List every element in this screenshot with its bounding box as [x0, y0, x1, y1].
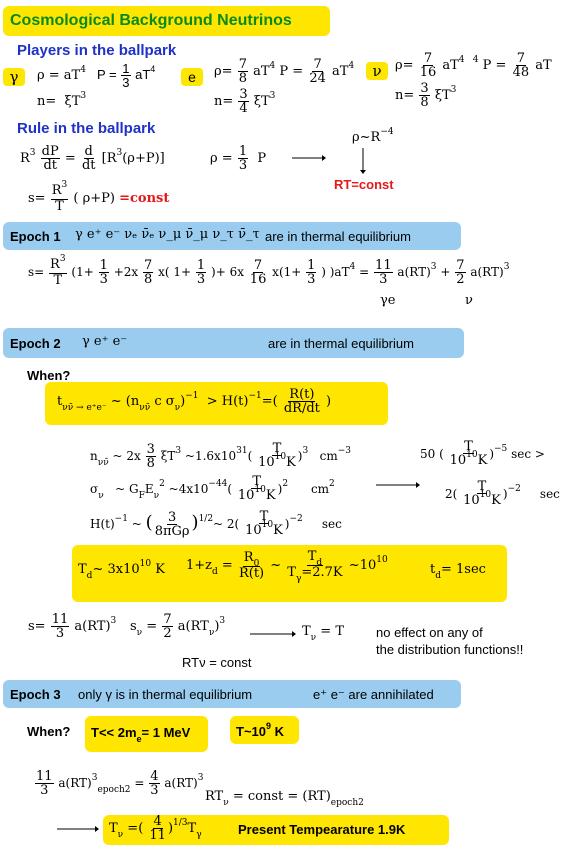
epoch3-cond2: T~109 K — [236, 721, 285, 739]
epoch3-cond2-box — [230, 716, 299, 744]
epoch3-final-box — [103, 815, 449, 845]
photon-number-density: n= ξT3 — [37, 91, 87, 109]
epoch2-neutrino-temp: Tν = T — [302, 624, 344, 643]
epoch2-particles: γ e⁺ e⁻ — [82, 334, 128, 349]
epoch3-status1: only γ is in thermal equilibrium — [78, 687, 253, 702]
epoch2-when: When? — [27, 368, 71, 383]
epoch2-no-effect-1: no effect on any of — [376, 625, 483, 640]
epoch2-decoupling-box — [72, 545, 507, 602]
epoch1-box — [3, 222, 461, 250]
rule-arrow-icon — [292, 155, 326, 161]
epoch1-particles: γ e⁺ e⁻ νₑ ν̄ₑ ν_μ ν̄_μ ν_τ ν̄_τ — [75, 227, 260, 242]
epoch1-neutrino-label: ν — [465, 293, 473, 308]
page-title: Cosmological Background Neutrinos — [10, 12, 292, 29]
epoch2-decoupling-temp: Td~ 3x1010 K — [78, 559, 165, 581]
epoch3-present-temperature: Present Tempearature 1.9K — [238, 822, 406, 837]
epoch3-when: When? — [27, 724, 71, 739]
photon-rho: ρ = aT4 — [37, 65, 86, 83]
epoch2-no-effect-2: the distribution functions!! — [376, 642, 524, 657]
players-heading: Players in the ballpark — [17, 42, 177, 59]
photon-symbol-box: γ — [3, 68, 25, 86]
epoch2-rate-box — [45, 382, 388, 425]
rule-heading: Rule in the ballpark — [17, 120, 156, 137]
epoch2-arrow2-icon — [250, 631, 296, 637]
electron-symbol-box: e — [181, 68, 203, 86]
epoch3-status2: e⁺ e⁻ are annihilated — [313, 687, 434, 702]
epoch1-status: are in thermal equilibrium — [265, 229, 411, 244]
epoch3-cond1: T<< 2me= 1 MeV — [91, 725, 191, 744]
epoch3-cond1-box — [85, 716, 208, 752]
epoch1-photon-electron-label: γe — [380, 293, 396, 308]
epoch2-status: are in thermal equilibrium — [268, 336, 414, 351]
epoch1-label: Epoch 1 — [10, 229, 61, 244]
epoch2-rate-equation: tνν̄ → e⁺e⁻ ~ (nνν̄ c σν)−1 > H(t)−1=( R… — [57, 387, 332, 416]
epoch2-label: Epoch 2 — [10, 336, 61, 351]
rule-rt-const: RT=const — [334, 177, 394, 192]
epoch3-arrow-icon — [57, 826, 99, 832]
title-box — [3, 6, 330, 36]
epoch3-rt-equation: RTν = const = (RT)epoch2 — [205, 789, 364, 808]
rule-rho-scaling: ρ~R−4 — [352, 127, 394, 145]
epoch2-rt-const: RTν = const — [182, 655, 252, 670]
epoch3-label: Epoch 3 — [10, 687, 61, 702]
epoch2-arrow-icon — [376, 482, 420, 488]
epoch3-box — [3, 680, 461, 708]
epoch2-box — [3, 328, 464, 358]
neutrino-symbol-box: ν — [366, 62, 388, 80]
rule-down-arrow-icon — [360, 148, 366, 174]
epoch2-decoupling-time: td= 1sec — [430, 562, 486, 581]
